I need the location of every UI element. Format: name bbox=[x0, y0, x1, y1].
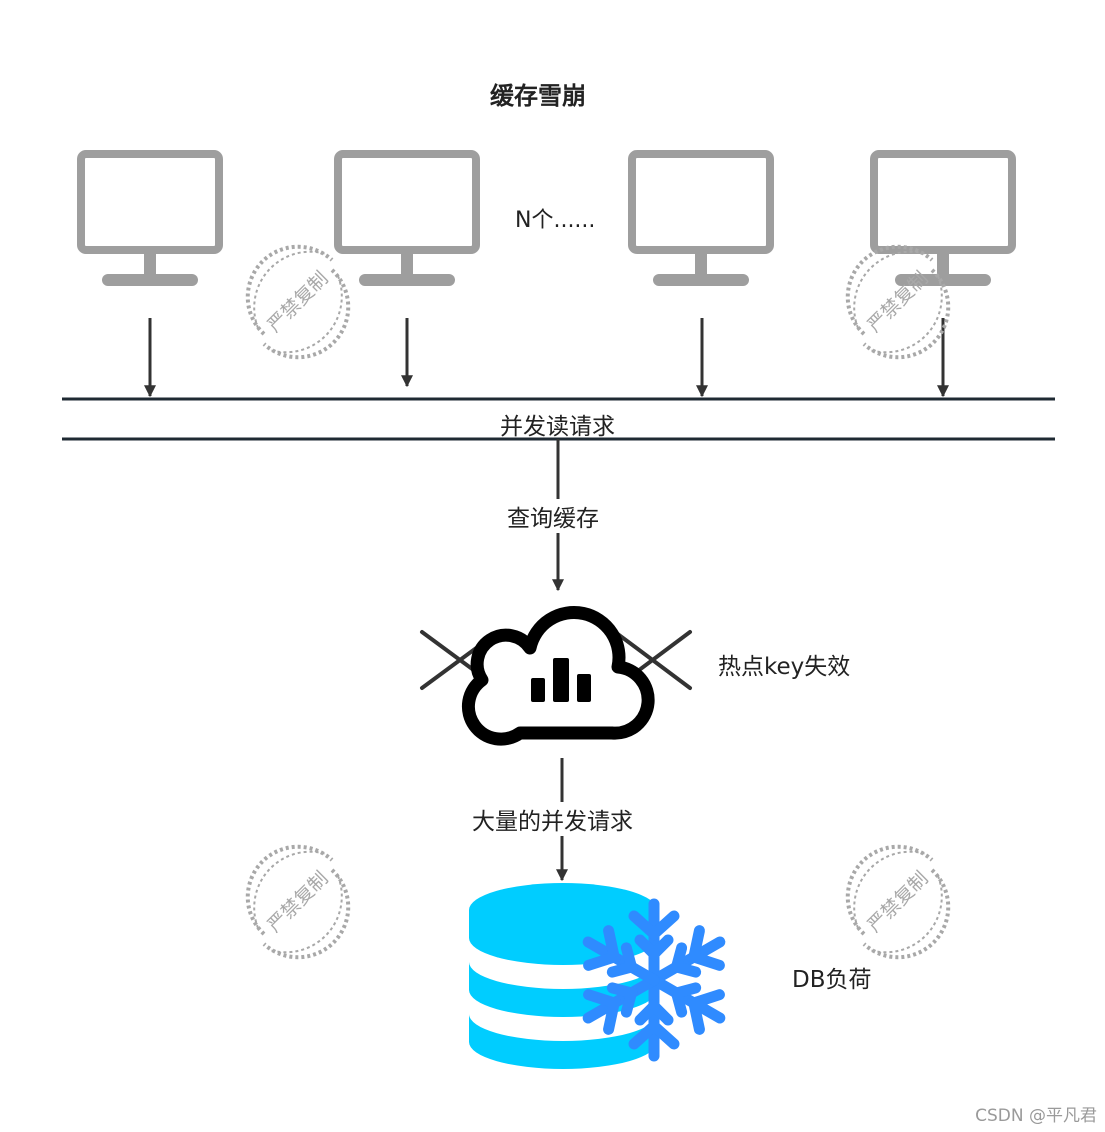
bus-label: 并发读请求 bbox=[500, 414, 615, 440]
stamp-icon: 严禁复制 bbox=[845, 244, 951, 360]
watermark-text: 严禁复制 bbox=[863, 267, 932, 336]
hot-key-expired-label: 热点key失效 bbox=[718, 654, 851, 680]
snowflake-icon bbox=[582, 898, 726, 1062]
watermark-text: 严禁复制 bbox=[263, 867, 332, 936]
database-icon bbox=[469, 883, 657, 1069]
db-load-label: DB负荷 bbox=[792, 967, 872, 993]
stamp-icon: 严禁复制 bbox=[245, 244, 351, 360]
more-clients-label: N个...... bbox=[515, 208, 596, 233]
cloud-chart-icon bbox=[461, 606, 655, 746]
diagram-title: 缓存雪崩 bbox=[490, 82, 586, 110]
stamp-icon: 严禁复制 bbox=[845, 844, 951, 960]
footer-credit: CSDN @平凡君 bbox=[975, 1106, 1097, 1126]
mass-requests-label: 大量的并发请求 bbox=[470, 802, 635, 836]
client-monitor-icon bbox=[632, 154, 770, 286]
watermark-text: 严禁复制 bbox=[263, 267, 332, 336]
query-cache-label: 查询缓存 bbox=[505, 499, 601, 533]
stamp-icon: 严禁复制 bbox=[245, 844, 351, 960]
client-monitor-icon bbox=[81, 154, 219, 286]
watermark-text: 严禁复制 bbox=[863, 867, 932, 936]
